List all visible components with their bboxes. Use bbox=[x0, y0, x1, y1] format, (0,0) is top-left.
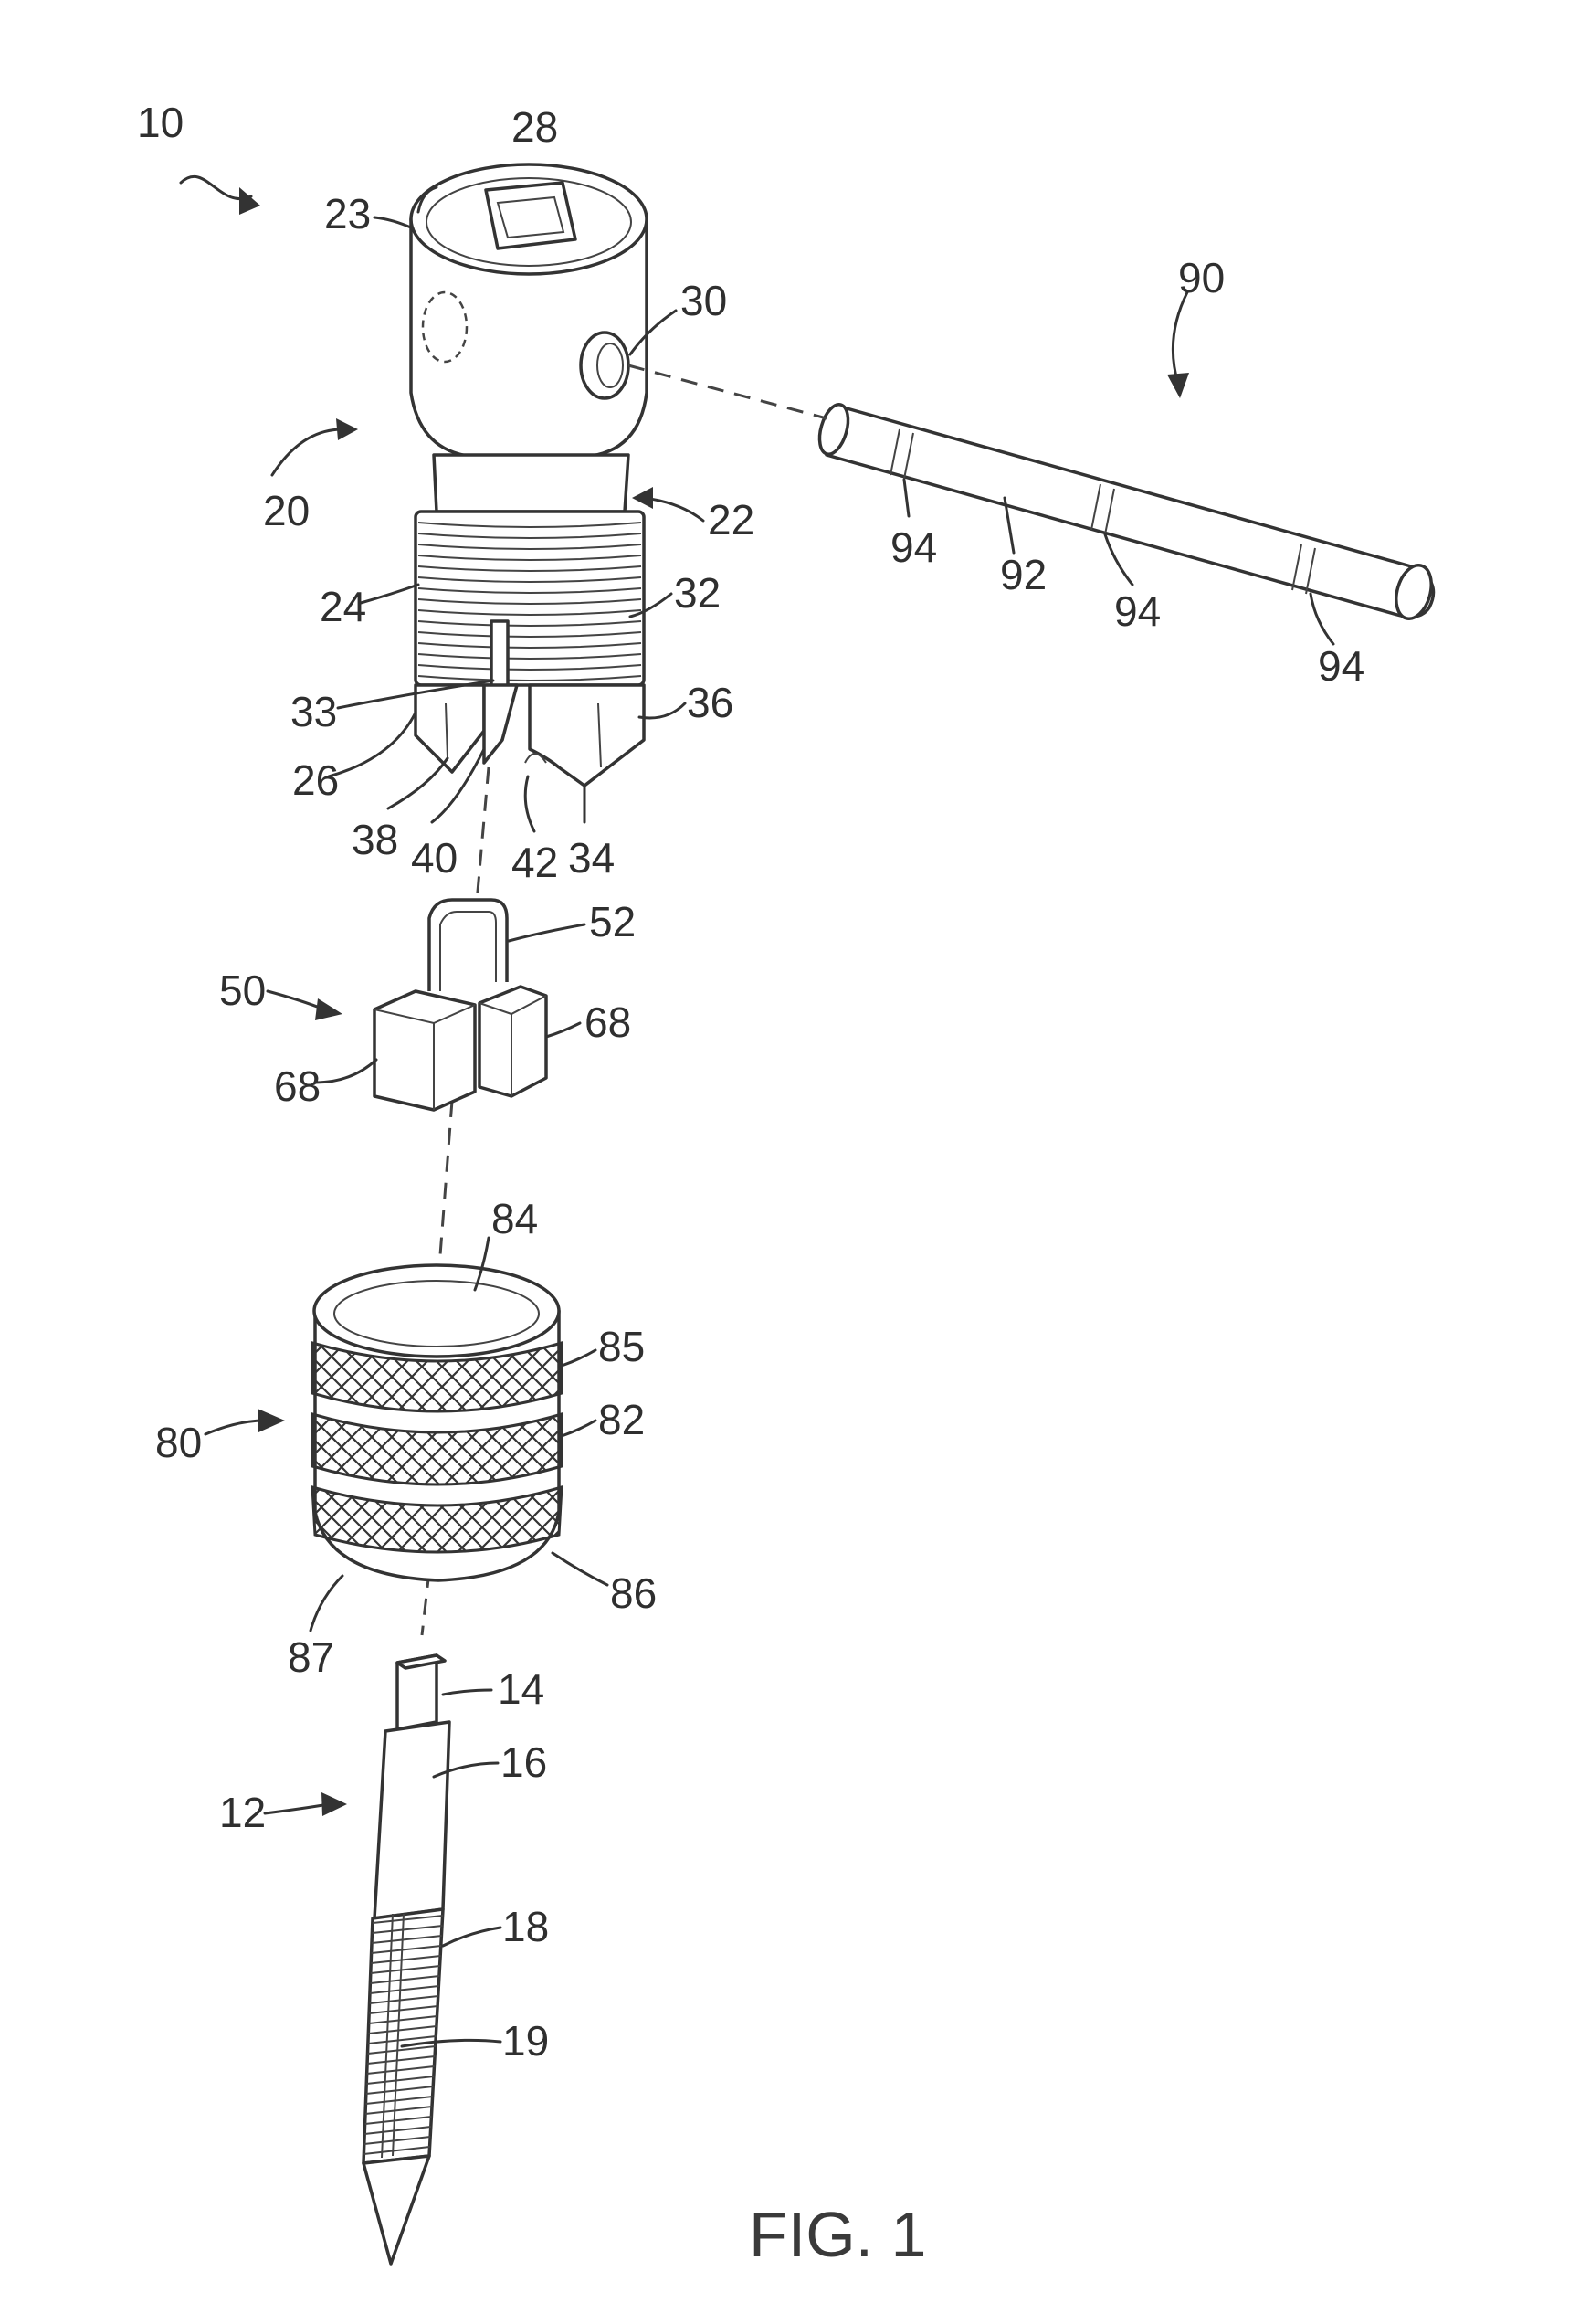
label-32: 32 bbox=[674, 569, 721, 617]
label-68-right: 68 bbox=[584, 998, 631, 1046]
label-16: 16 bbox=[500, 1738, 547, 1786]
label-94-b: 94 bbox=[1114, 587, 1161, 635]
label-68-left: 68 bbox=[274, 1062, 321, 1110]
label-33: 33 bbox=[290, 688, 337, 735]
label-36: 36 bbox=[687, 679, 733, 726]
label-38: 38 bbox=[352, 816, 398, 863]
label-26: 26 bbox=[292, 756, 339, 804]
label-34: 34 bbox=[568, 834, 615, 882]
label-94-c: 94 bbox=[1318, 642, 1364, 690]
label-22: 22 bbox=[708, 496, 754, 544]
label-24: 24 bbox=[320, 583, 366, 630]
label-80: 80 bbox=[155, 1419, 202, 1466]
clip-component bbox=[374, 900, 546, 1110]
label-30: 30 bbox=[680, 277, 727, 324]
head-component bbox=[411, 164, 647, 786]
label-28: 28 bbox=[511, 103, 558, 151]
leader-lines bbox=[205, 187, 1333, 2046]
figure-caption: FIG. 1 bbox=[749, 2199, 926, 2270]
label-40: 40 bbox=[411, 834, 458, 882]
label-10: 10 bbox=[137, 99, 184, 146]
label-42: 42 bbox=[511, 839, 558, 886]
label-94-a: 94 bbox=[890, 523, 937, 571]
label-84: 84 bbox=[491, 1195, 538, 1242]
label-85: 85 bbox=[598, 1323, 645, 1370]
label-86: 86 bbox=[610, 1569, 657, 1617]
label-20: 20 bbox=[263, 487, 310, 534]
assembly-arrow-10 bbox=[181, 176, 260, 215]
screw-component bbox=[363, 1655, 449, 2264]
label-50: 50 bbox=[219, 967, 266, 1014]
label-87: 87 bbox=[288, 1633, 334, 1681]
label-23: 23 bbox=[324, 190, 371, 238]
label-12: 12 bbox=[219, 1789, 266, 1836]
knurled-nut-component bbox=[312, 1265, 562, 1580]
label-18: 18 bbox=[502, 1903, 549, 1950]
label-19: 19 bbox=[502, 2017, 549, 2065]
label-92: 92 bbox=[1000, 551, 1047, 598]
label-82: 82 bbox=[598, 1396, 645, 1443]
label-52: 52 bbox=[589, 898, 636, 945]
label-14: 14 bbox=[498, 1665, 544, 1713]
label-90: 90 bbox=[1178, 254, 1225, 301]
